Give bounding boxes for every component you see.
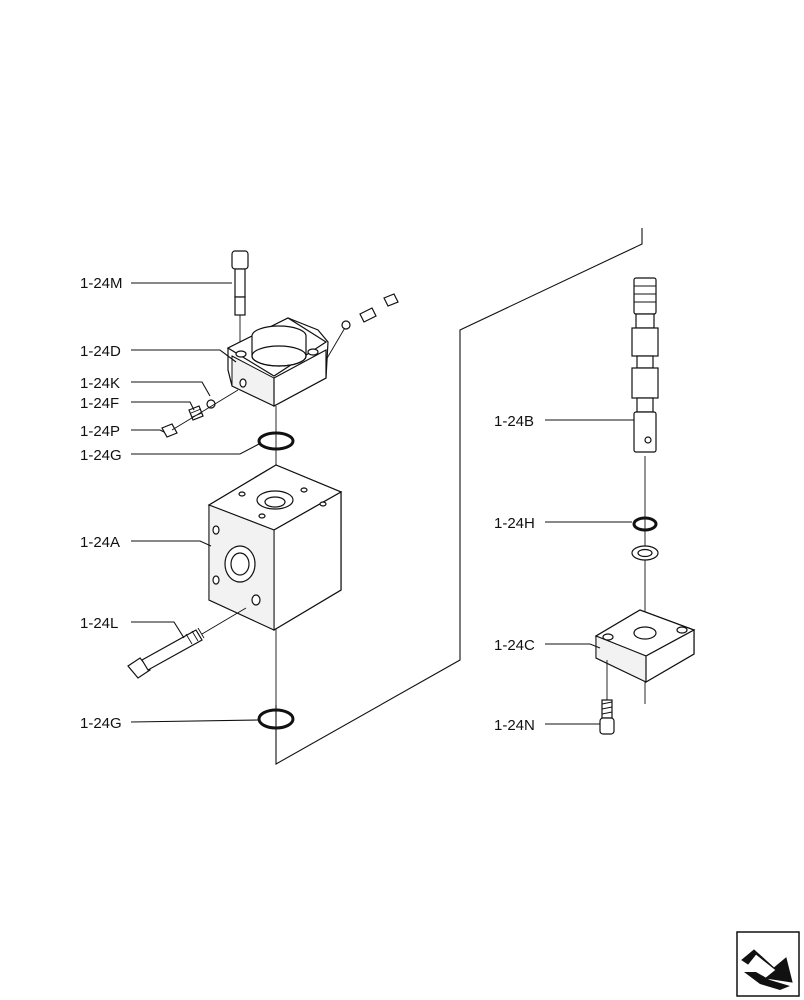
- label-1-24b: 1-24B: [494, 413, 534, 430]
- washer: [631, 545, 659, 561]
- next-page-arrow-icon[interactable]: [736, 931, 800, 997]
- assembly-link-line: [275, 228, 643, 765]
- spool-1-24b: [631, 277, 659, 453]
- label-1-24p: 1-24P: [80, 423, 120, 440]
- valve-body-1-24a: [207, 464, 343, 632]
- head-block-1-24d: [226, 317, 329, 408]
- label-1-24g-bottom: 1-24G: [80, 715, 122, 732]
- plug-set-right: [325, 293, 399, 361]
- label-1-24d: 1-24D: [80, 343, 121, 360]
- label-1-24h: 1-24H: [494, 515, 535, 532]
- label-1-24a: 1-24A: [80, 534, 120, 551]
- o-ring-bottom-1-24g: [257, 708, 295, 730]
- leader-lines: [130, 282, 634, 725]
- bolt-1-24m: [231, 250, 249, 348]
- cover-plate-1-24c: [594, 609, 696, 684]
- label-1-24l: 1-24L: [80, 615, 118, 632]
- label-1-24c: 1-24C: [494, 637, 535, 654]
- screw-1-24n: [599, 660, 615, 735]
- o-ring-top-1-24g: [257, 431, 295, 451]
- small-parts-axis: [171, 389, 239, 431]
- label-1-24m: 1-24M: [80, 275, 123, 292]
- label-1-24g-top: 1-24G: [80, 447, 122, 464]
- plug-1-24p: [161, 423, 178, 438]
- label-1-24f: 1-24F: [80, 395, 119, 412]
- label-1-24n: 1-24N: [494, 717, 535, 734]
- bolt-1-24l: [127, 607, 247, 679]
- label-1-24k: 1-24K: [80, 375, 120, 392]
- o-ring-1-24h: [632, 516, 658, 532]
